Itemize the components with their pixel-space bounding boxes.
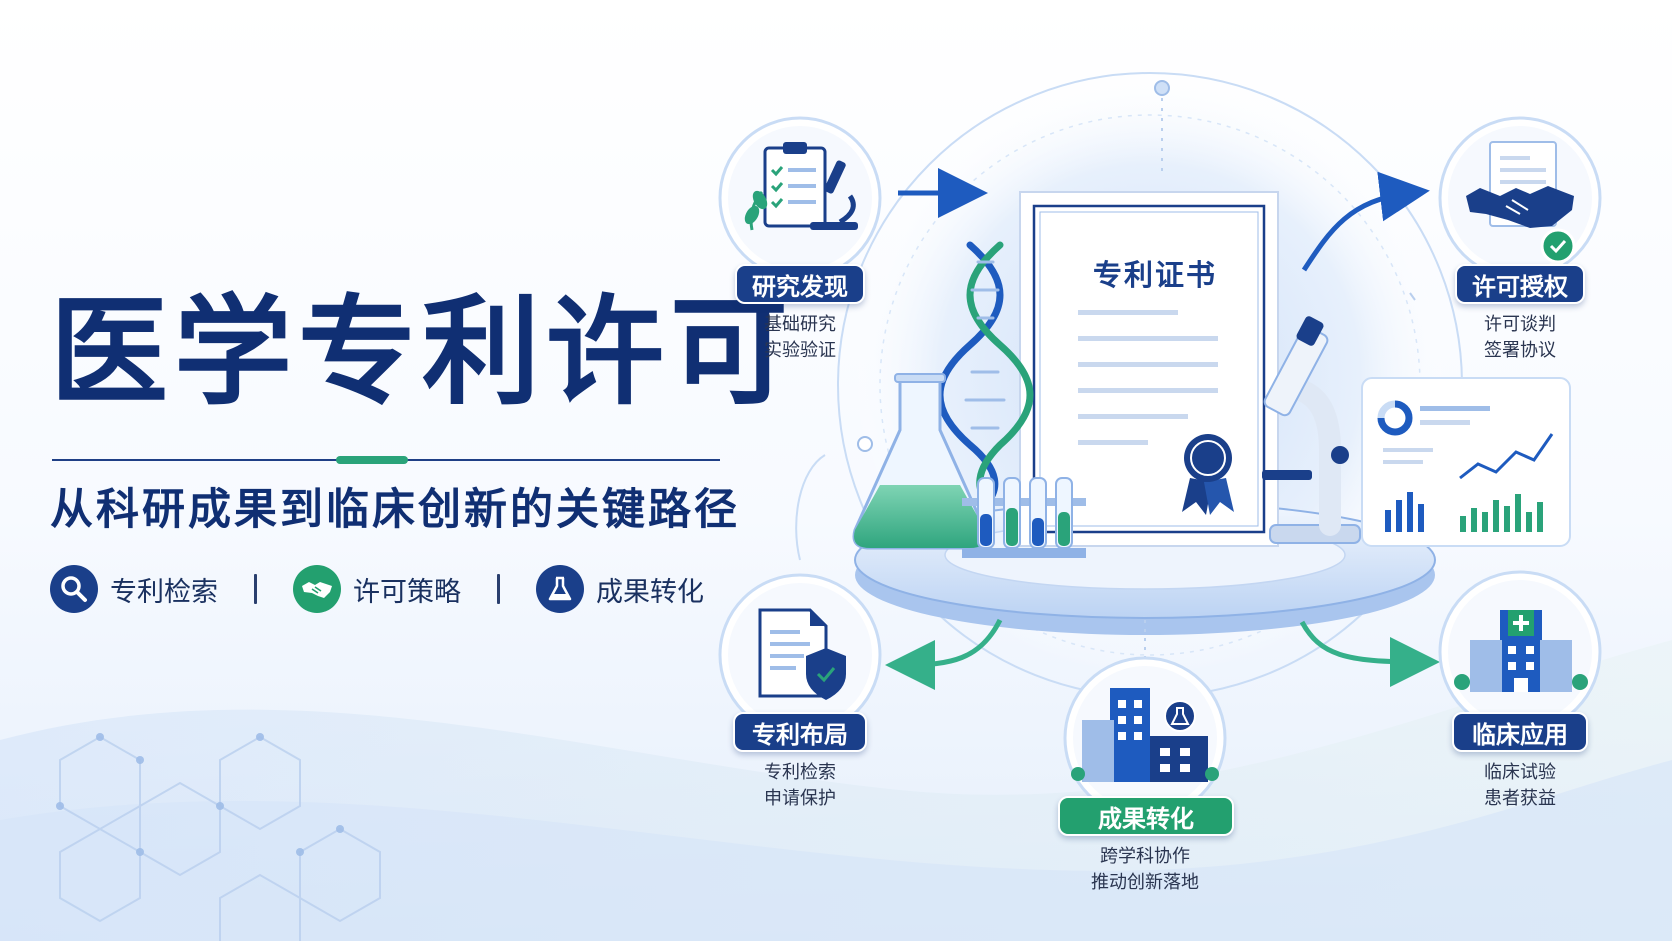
node-desc-line: 申请保护 (764, 788, 836, 809)
node-label-clinical: 临床应用 (1452, 712, 1588, 752)
feature-separator (497, 574, 500, 604)
feature-item-patent-search: 专利检索 (50, 565, 218, 613)
certificate-title: 专利证书 (1092, 258, 1217, 292)
node-label-transfer: 成果转化 (1058, 796, 1234, 836)
flask-icon (536, 565, 584, 613)
feature-label: 成果转化 (596, 576, 704, 608)
seal-icon (1182, 434, 1234, 515)
arrow-to-layout (885, 618, 1003, 690)
node-desc-line: 患者获益 (1484, 788, 1556, 809)
node-circle-transfer (1063, 656, 1227, 820)
handshake-icon (293, 565, 341, 613)
feature-label: 专利检索 (110, 576, 218, 608)
patent-license-flow-diagram (718, 72, 1602, 820)
node-desc-line: 基础研究 (764, 314, 836, 335)
clipboard-microscope-icon (744, 142, 858, 231)
page-subtitle: 从科研成果到临床创新的关键路径 (50, 485, 740, 535)
node-desc-transfer: 跨学科协作 推动创新落地 (1065, 844, 1225, 896)
node-desc-line: 推动创新落地 (1091, 872, 1199, 893)
node-desc-licensing: 许可谈判 签署协议 (1440, 312, 1600, 364)
node-desc-line: 许可谈判 (1484, 314, 1556, 335)
node-circle-licensing (1438, 116, 1602, 280)
node-desc-line: 签署协议 (1484, 340, 1556, 361)
arrow-to-clinical (1299, 620, 1440, 687)
node-desc-line: 专利检索 (764, 762, 836, 783)
node-label-layout: 专利布局 (733, 712, 867, 752)
node-circle-research (718, 116, 882, 280)
node-circle-clinical (1438, 570, 1602, 734)
microscope-icon (1262, 316, 1361, 544)
node-label-research: 研究发现 (735, 264, 865, 304)
test-tubes-icon (962, 477, 1086, 558)
node-desc-line: 跨学科协作 (1100, 846, 1190, 867)
node-desc-research: 基础研究 实验验证 (720, 312, 880, 364)
feature-label: 许可策略 (353, 576, 461, 608)
feature-item-license-strategy: 许可策略 (293, 565, 461, 613)
page-title: 医学专利许可 (50, 283, 795, 421)
node-desc-layout: 专利检索 申请保护 (720, 760, 880, 812)
hospital-icon (1454, 610, 1588, 692)
search-icon (50, 565, 98, 613)
feature-item-achievement-transfer: 成果转化 (536, 565, 704, 613)
document-shield-icon (758, 608, 846, 700)
arrow-to-licensing (1301, 171, 1430, 272)
feature-separator (254, 574, 257, 604)
node-label-licensing: 许可授权 (1455, 264, 1585, 304)
title-divider-accent (336, 456, 408, 464)
node-desc-line: 临床试验 (1484, 762, 1556, 783)
handshake-contract-icon (1466, 141, 1576, 264)
buildings-icon (1071, 688, 1219, 782)
node-circle-layout (718, 573, 882, 737)
node-desc-line: 实验验证 (764, 340, 836, 361)
feature-list: 专利检索 许可策略 成果转化 (50, 564, 704, 614)
analytics-card (1361, 377, 1571, 547)
node-desc-clinical: 临床试验 患者获益 (1440, 760, 1600, 812)
